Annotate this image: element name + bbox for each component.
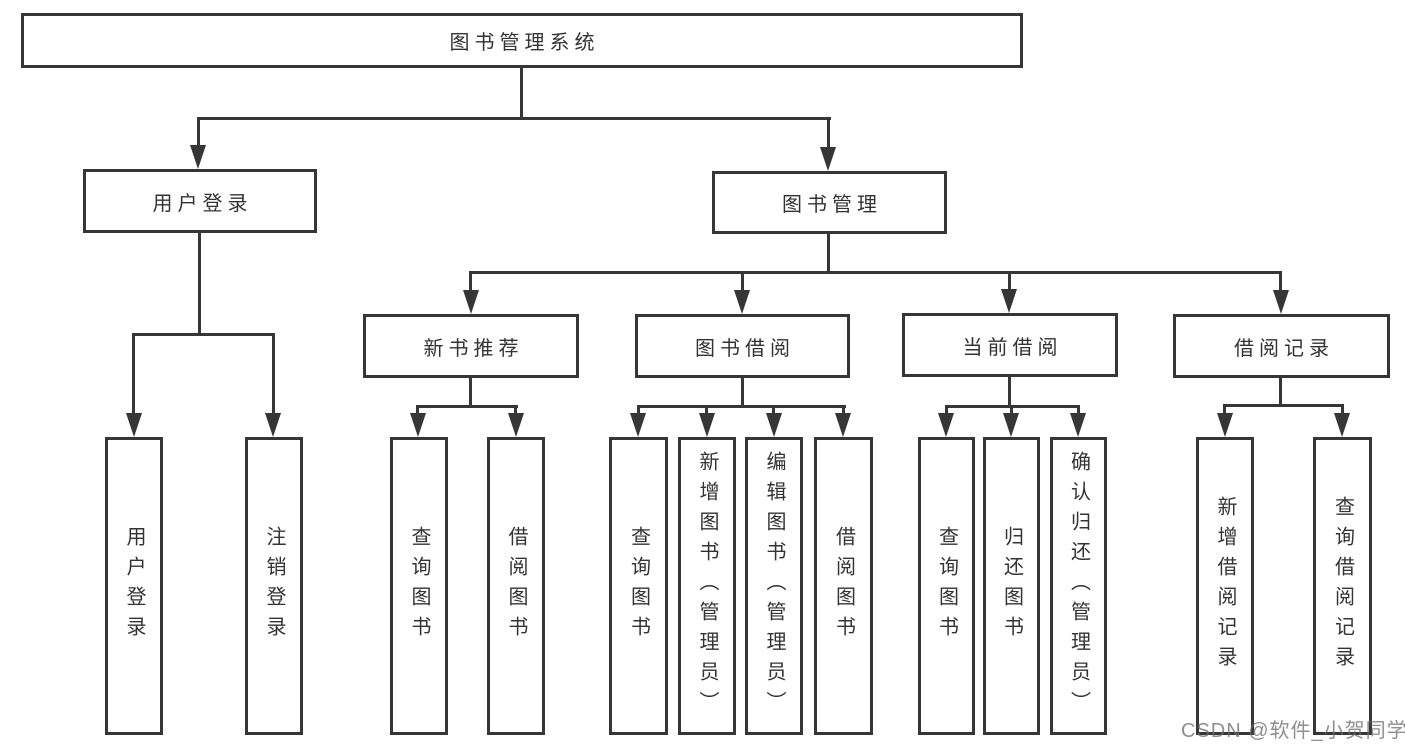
leaf-borrow-books-recommend: 借阅图书 (487, 437, 545, 735)
connector-line (1279, 376, 1282, 407)
connector-line (469, 271, 472, 293)
connector-line (637, 405, 846, 408)
arrow-down-icon (630, 413, 646, 437)
arrow-down-icon (1217, 413, 1233, 437)
arrow-down-icon (734, 290, 750, 314)
node-user-login: 用户登录 (83, 169, 317, 233)
connector-line (1279, 271, 1282, 293)
arrow-down-icon (410, 413, 426, 437)
leaf-label: 查询图书 (935, 526, 958, 646)
connector-line (514, 405, 517, 416)
node-book-management: 图书管理 (712, 171, 947, 234)
connector-line (827, 232, 830, 274)
leaf-edit-books-admin: 编辑图书（管理员） (745, 437, 803, 735)
connector-line (197, 117, 831, 120)
connector-line (1010, 405, 1013, 416)
leaf-label: 确认归还（管理员） (1067, 451, 1090, 721)
arrow-down-icon (126, 413, 142, 437)
connector-line (416, 405, 419, 416)
arrow-down-icon (508, 413, 524, 437)
node-root-library-system: 图书管理系统 (21, 13, 1023, 68)
node-book-borrowing: 图书借阅 (635, 314, 850, 378)
arrow-down-icon (820, 147, 836, 171)
leaf-add-borrow-record: 新增借阅记录 (1196, 437, 1254, 735)
leaf-query-borrow-record: 查询借阅记录 (1313, 437, 1372, 735)
connector-line (1077, 405, 1080, 416)
connector-line (741, 271, 744, 293)
leaf-logout: 注销登录 (245, 437, 303, 735)
arrow-down-icon (699, 413, 715, 437)
connector-line (741, 376, 744, 408)
connector-line (1341, 404, 1344, 416)
connector-line (772, 405, 775, 416)
connector-line (198, 231, 201, 335)
leaf-label: 归还图书 (1000, 526, 1023, 646)
arrow-down-icon (1273, 290, 1289, 314)
connector-line (827, 117, 830, 149)
leaf-label: 编辑图书（管理员） (763, 451, 785, 721)
connector-line (1223, 404, 1344, 407)
leaf-label: 用户登录 (123, 526, 145, 646)
connector-line (197, 117, 200, 147)
connector-line (520, 66, 523, 118)
connector-line (469, 376, 472, 408)
arrow-down-icon (265, 413, 281, 437)
connector-line (842, 405, 845, 416)
connector-line (1008, 375, 1011, 408)
leaf-label: 查询图书 (408, 526, 430, 646)
arrow-down-icon (1003, 413, 1019, 437)
leaf-label: 查询图书 (627, 526, 650, 646)
leaf-label: 新增借阅记录 (1214, 496, 1236, 676)
connector-line (132, 333, 275, 336)
leaf-label: 借阅图书 (832, 526, 855, 646)
leaf-borrow-books: 借阅图书 (814, 437, 873, 735)
arrow-down-icon (835, 413, 851, 437)
arrow-down-icon (1334, 413, 1350, 437)
connector-line (705, 405, 708, 416)
connector-line (469, 271, 1282, 274)
arrow-down-icon (1070, 413, 1086, 437)
node-new-book-recommend: 新书推荐 (363, 314, 579, 378)
arrow-down-icon (766, 413, 782, 437)
leaf-query-books-current: 查询图书 (918, 437, 975, 735)
connector-line (272, 333, 275, 415)
leaf-label: 借阅图书 (505, 526, 527, 646)
connector-line (1223, 404, 1226, 416)
connector-line (637, 405, 640, 416)
arrow-down-icon (938, 413, 954, 437)
connector-line (945, 405, 948, 416)
arrow-down-icon (190, 145, 206, 169)
connector-line (416, 405, 518, 408)
node-borrow-records: 借阅记录 (1173, 314, 1390, 378)
leaf-label: 注销登录 (263, 526, 285, 646)
leaf-return-books: 归还图书 (983, 437, 1040, 735)
arrow-down-icon (463, 290, 479, 314)
leaf-query-books-borrowing: 查询图书 (609, 437, 668, 735)
node-current-borrowing: 当前借阅 (902, 313, 1118, 377)
csdn-watermark: CSDN @软件_小贺同学 (1181, 720, 1405, 742)
connector-line (1008, 271, 1011, 292)
leaf-confirm-return-admin: 确认归还（管理员） (1050, 437, 1107, 735)
leaf-label: 查询借阅记录 (1331, 496, 1354, 676)
arrow-down-icon (1001, 289, 1017, 313)
connector-line (132, 333, 135, 415)
leaf-query-books-recommend: 查询图书 (390, 437, 448, 735)
leaf-add-books-admin: 新增图书（管理员） (678, 437, 736, 735)
leaf-user-login: 用户登录 (105, 437, 163, 735)
leaf-label: 新增图书（管理员） (696, 451, 718, 721)
